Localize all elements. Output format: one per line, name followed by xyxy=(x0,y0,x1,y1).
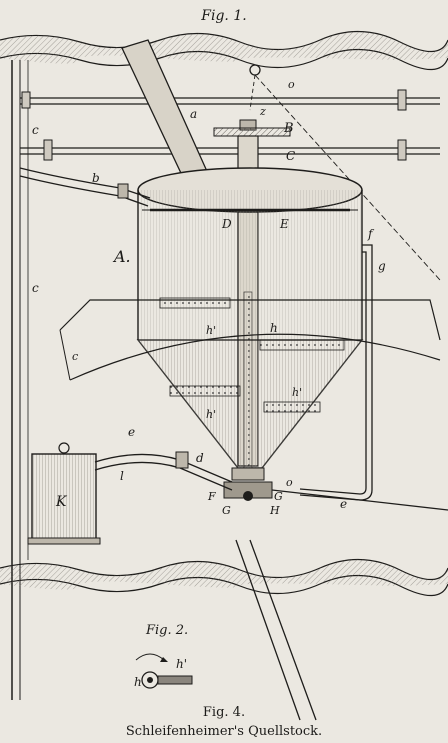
pipe-b xyxy=(19,167,151,207)
fig1-caption: Fig. 1. xyxy=(200,8,246,24)
label-G-left: G xyxy=(222,504,231,517)
label-z: z xyxy=(259,105,266,118)
label-K: K xyxy=(55,494,68,510)
label-h-prime-1: h' xyxy=(206,324,216,337)
label-H: H xyxy=(269,504,280,517)
pipe-e xyxy=(94,451,448,511)
tank-a xyxy=(136,167,364,469)
label-fig2-h: h xyxy=(134,675,142,689)
label-e-right: e xyxy=(340,497,347,511)
label-a: a xyxy=(190,107,197,121)
bottom-floor-band xyxy=(0,558,448,597)
pulley-cord xyxy=(249,64,441,281)
label-h-prime-3: h' xyxy=(292,386,302,399)
label-A: A. xyxy=(112,247,131,266)
label-l: l xyxy=(120,469,124,483)
vessel-k xyxy=(27,442,101,545)
label-f: f xyxy=(367,227,375,241)
label-e-left: e xyxy=(128,425,135,439)
part-labels: z B C o a b c c A. D E f g h' h h' h' c … xyxy=(32,78,386,689)
figure-title: Schleifenheimer's Quellstock. xyxy=(126,724,322,739)
inclined-chute-a xyxy=(121,39,213,190)
label-o-bottom: o xyxy=(286,476,293,489)
label-h: h xyxy=(270,321,278,335)
label-c-left: c xyxy=(72,350,78,363)
label-b: b xyxy=(92,171,100,185)
lower-pipe xyxy=(235,539,317,721)
label-d: d xyxy=(196,451,204,465)
label-G-right: G xyxy=(274,490,283,503)
fig2-caption: Fig. 2. xyxy=(145,623,188,638)
label-g: g xyxy=(378,259,386,273)
label-C: C xyxy=(286,149,295,163)
platform-bowl xyxy=(59,299,441,381)
label-B: B xyxy=(283,121,294,136)
label-F: F xyxy=(207,490,216,503)
label-o-top: o xyxy=(288,78,295,91)
label-h-prime-2: h' xyxy=(206,408,216,421)
top-floor-band xyxy=(0,30,448,71)
label-D: D xyxy=(221,217,232,231)
bottom-valve xyxy=(223,467,273,501)
fig2-detail: Fig. 2. xyxy=(135,623,193,689)
label-c-mid: c xyxy=(32,281,39,295)
label-E: E xyxy=(279,217,289,231)
horizontal-rods xyxy=(20,89,440,161)
figure-number: Fig. 4. xyxy=(203,705,245,720)
left-wall xyxy=(11,60,29,700)
label-c-top: c xyxy=(32,123,39,137)
label-fig2-h-prime: h' xyxy=(176,657,187,671)
